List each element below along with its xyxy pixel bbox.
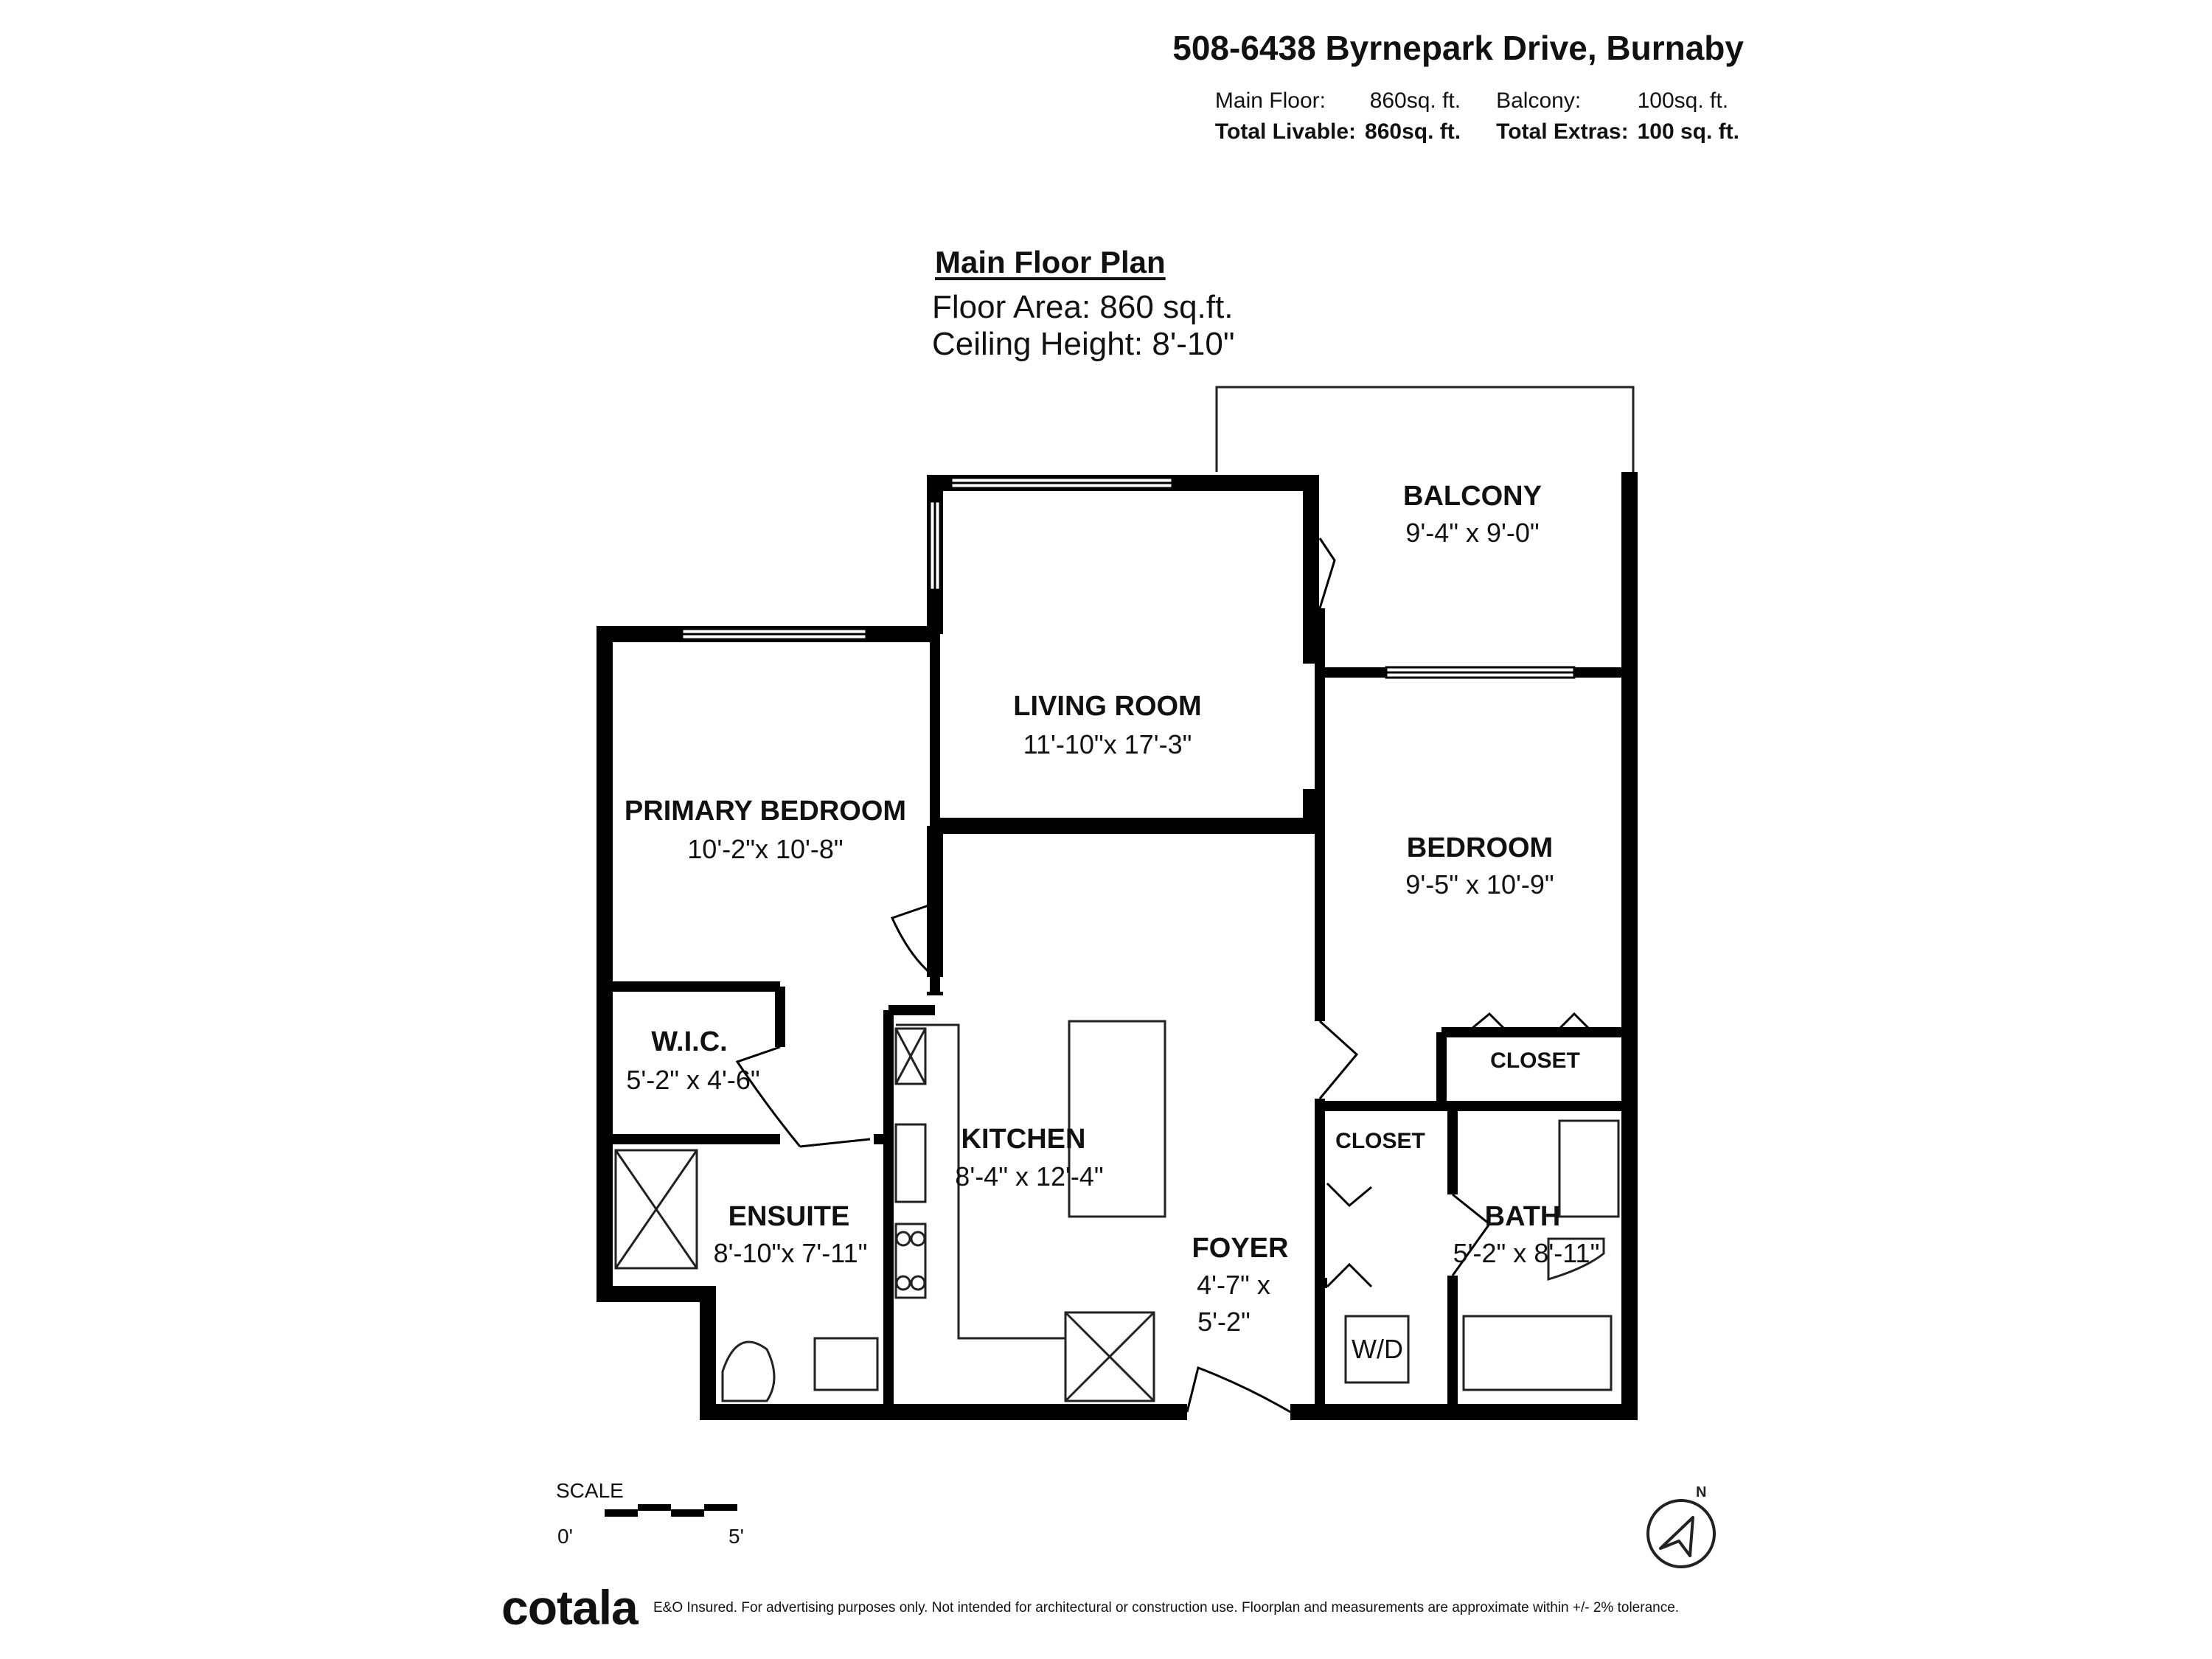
kitchen-counters bbox=[894, 1020, 1166, 1402]
foyer-dims-line1: 4'-7" x bbox=[1197, 1270, 1270, 1300]
area-total-row: Total Livable: 860sq. ft. Total Extras: … bbox=[1211, 116, 1744, 147]
kitchen-name: KITCHEN bbox=[961, 1124, 1086, 1155]
north-arrow-icon: N bbox=[1646, 1484, 1716, 1568]
area-summary-table: Main Floor: 860sq. ft. Balcony: 100sq. f… bbox=[1211, 86, 1744, 147]
bathtub bbox=[1462, 1315, 1613, 1391]
bath-toilet bbox=[1547, 1237, 1605, 1281]
foyer-name: FOYER bbox=[1192, 1233, 1289, 1264]
washer-dryer-label: W/D bbox=[1352, 1334, 1403, 1364]
main-floor-label: Main Floor: bbox=[1214, 88, 1326, 113]
floor-area-text: Floor Area: 860 sq.ft. bbox=[932, 289, 1234, 325]
wic-dims: 5'-2" x 4'-6" bbox=[626, 1065, 759, 1095]
ensuite-dims: 8'-10"x 7'-11" bbox=[714, 1238, 868, 1268]
ensuite-sink bbox=[813, 1337, 879, 1391]
balcony-dims: 9'-4" x 9'-0" bbox=[1405, 518, 1539, 548]
primary-bedroom-dims: 10'-2"x 10'-8" bbox=[687, 834, 843, 864]
bath-name: BATH bbox=[1485, 1201, 1561, 1232]
bedroom-name: BEDROOM bbox=[1407, 832, 1553, 863]
balcony-label: Balcony: bbox=[1496, 88, 1582, 113]
bath-sink bbox=[1558, 1119, 1620, 1218]
plan-title: Main Floor Plan bbox=[935, 245, 1166, 279]
wic-name: W.I.C. bbox=[651, 1026, 727, 1057]
kitchen-island bbox=[1068, 1020, 1166, 1218]
fridge bbox=[1064, 1311, 1155, 1402]
living-room-name: LIVING ROOM bbox=[1013, 691, 1201, 722]
total-livable-label: Total Livable: bbox=[1214, 119, 1357, 144]
doors bbox=[735, 538, 1492, 1413]
company-logo: cotala bbox=[501, 1580, 639, 1635]
area-row: Main Floor: 860sq. ft. Balcony: 100sq. f… bbox=[1211, 86, 1744, 116]
main-floor-value: 860sq. ft. bbox=[1369, 88, 1461, 113]
total-livable-value: 860sq. ft. bbox=[1365, 119, 1461, 144]
scale-end-label: 5' bbox=[728, 1525, 744, 1548]
bath-fixtures bbox=[614, 1119, 1620, 1402]
bath-dims: 5'-2" x 8'-11" bbox=[1453, 1238, 1600, 1268]
scale-label: SCALE bbox=[556, 1479, 624, 1502]
interior-walls bbox=[605, 608, 1630, 1412]
toilet bbox=[721, 1340, 776, 1402]
balcony-railing bbox=[1215, 386, 1635, 472]
exterior-walls bbox=[597, 472, 1638, 1420]
north-label: N bbox=[1696, 1484, 1706, 1500]
bedroom-closet-name: CLOSET bbox=[1490, 1048, 1580, 1073]
scale-bar bbox=[605, 1504, 737, 1517]
balcony-name: BALCONY bbox=[1403, 481, 1542, 512]
balcony-value: 100sq. ft. bbox=[1637, 88, 1729, 113]
shower bbox=[614, 1149, 698, 1270]
scale-start-label: 0' bbox=[557, 1525, 573, 1548]
total-extras-value: 100 sq. ft. bbox=[1637, 119, 1739, 144]
total-extras-label: Total Extras: bbox=[1496, 119, 1629, 144]
bedroom-dims: 9'-5" x 10'-9" bbox=[1405, 869, 1554, 900]
closet-doors bbox=[1326, 1012, 1594, 1288]
property-address: 508-6438 Byrnepark Drive, Burnaby bbox=[1172, 29, 1744, 67]
windows bbox=[681, 476, 1576, 679]
kitchen-dims: 8'-4" x 12'-4" bbox=[955, 1161, 1103, 1192]
foyer-closet-name: CLOSET bbox=[1335, 1129, 1425, 1153]
primary-bedroom-name: PRIMARY BEDROOM bbox=[625, 796, 906, 827]
living-room-dims: 11'-10"x 17'-3" bbox=[1023, 729, 1192, 759]
disclaimer-text: E&O Insured. For advertising purposes on… bbox=[653, 1600, 1680, 1615]
ensuite-name: ENSUITE bbox=[728, 1201, 850, 1232]
foyer-dims-line2: 5'-2" bbox=[1197, 1307, 1251, 1337]
ceiling-height-text: Ceiling Height: 8'-10" bbox=[932, 326, 1235, 362]
washer-dryer bbox=[1344, 1315, 1410, 1384]
